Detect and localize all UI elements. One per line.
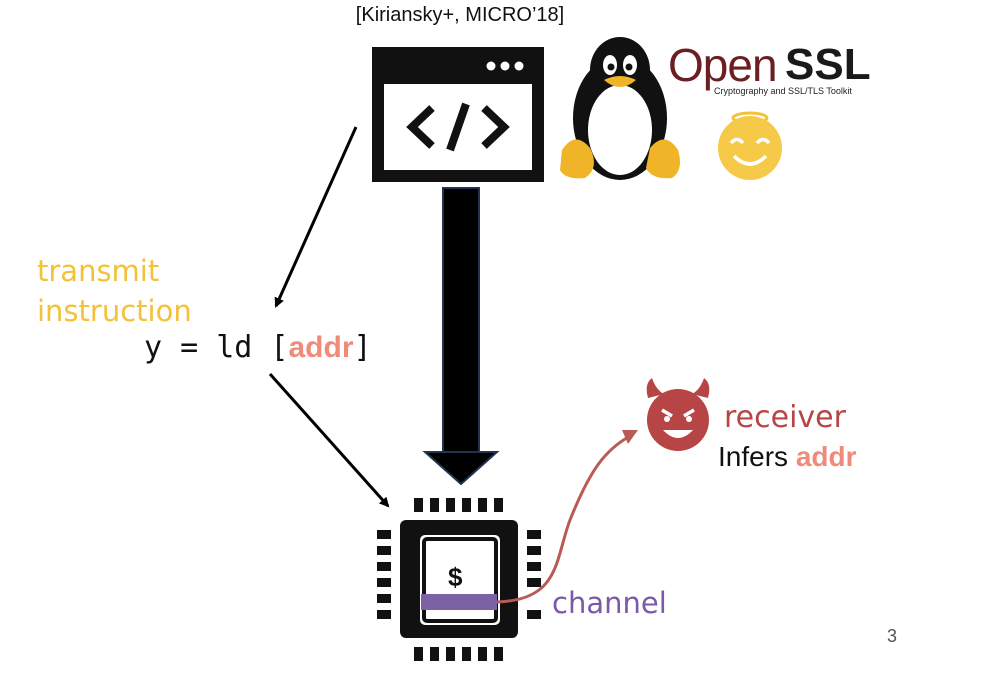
- code-addr: addr: [288, 331, 354, 364]
- halo-smiley-icon: [718, 111, 782, 180]
- code-window-icon: [372, 47, 544, 182]
- citation: [Kiriansky+, MICRO’18]: [355, 4, 565, 26]
- cache-line: [421, 594, 497, 610]
- transmit-label-line2: instruction: [37, 294, 192, 328]
- code-prefix: y = ld [: [144, 330, 289, 365]
- transmit-label-line1: transmit: [37, 254, 160, 288]
- infers-text: Infers: [718, 441, 789, 472]
- devil-face-icon: [646, 378, 710, 451]
- arrow-to-instruction: [274, 126, 358, 308]
- infers-addr: addr: [795, 441, 857, 472]
- dataflow-arrow: [422, 187, 500, 486]
- channel-curve: [496, 430, 638, 604]
- code-suffix: ]: [353, 330, 372, 365]
- arrow-to-cache: [268, 373, 390, 508]
- infers-line: Infers addr: [718, 441, 857, 473]
- channel-label: channel: [552, 586, 667, 620]
- openssl-logo-ssl: SSL: [785, 40, 871, 89]
- openssl-logo-open: Open: [668, 39, 778, 91]
- tux-penguin-icon: [560, 37, 680, 180]
- cache-symbol: $: [448, 562, 463, 592]
- receiver-label: receiver: [724, 400, 846, 435]
- load-instruction: y = ld [addr]: [144, 330, 372, 365]
- openssl-tagline: Cryptography and SSL/TLS Toolkit: [714, 86, 852, 96]
- page-number: 3: [887, 626, 898, 646]
- cpu-chip-icon: [377, 498, 541, 661]
